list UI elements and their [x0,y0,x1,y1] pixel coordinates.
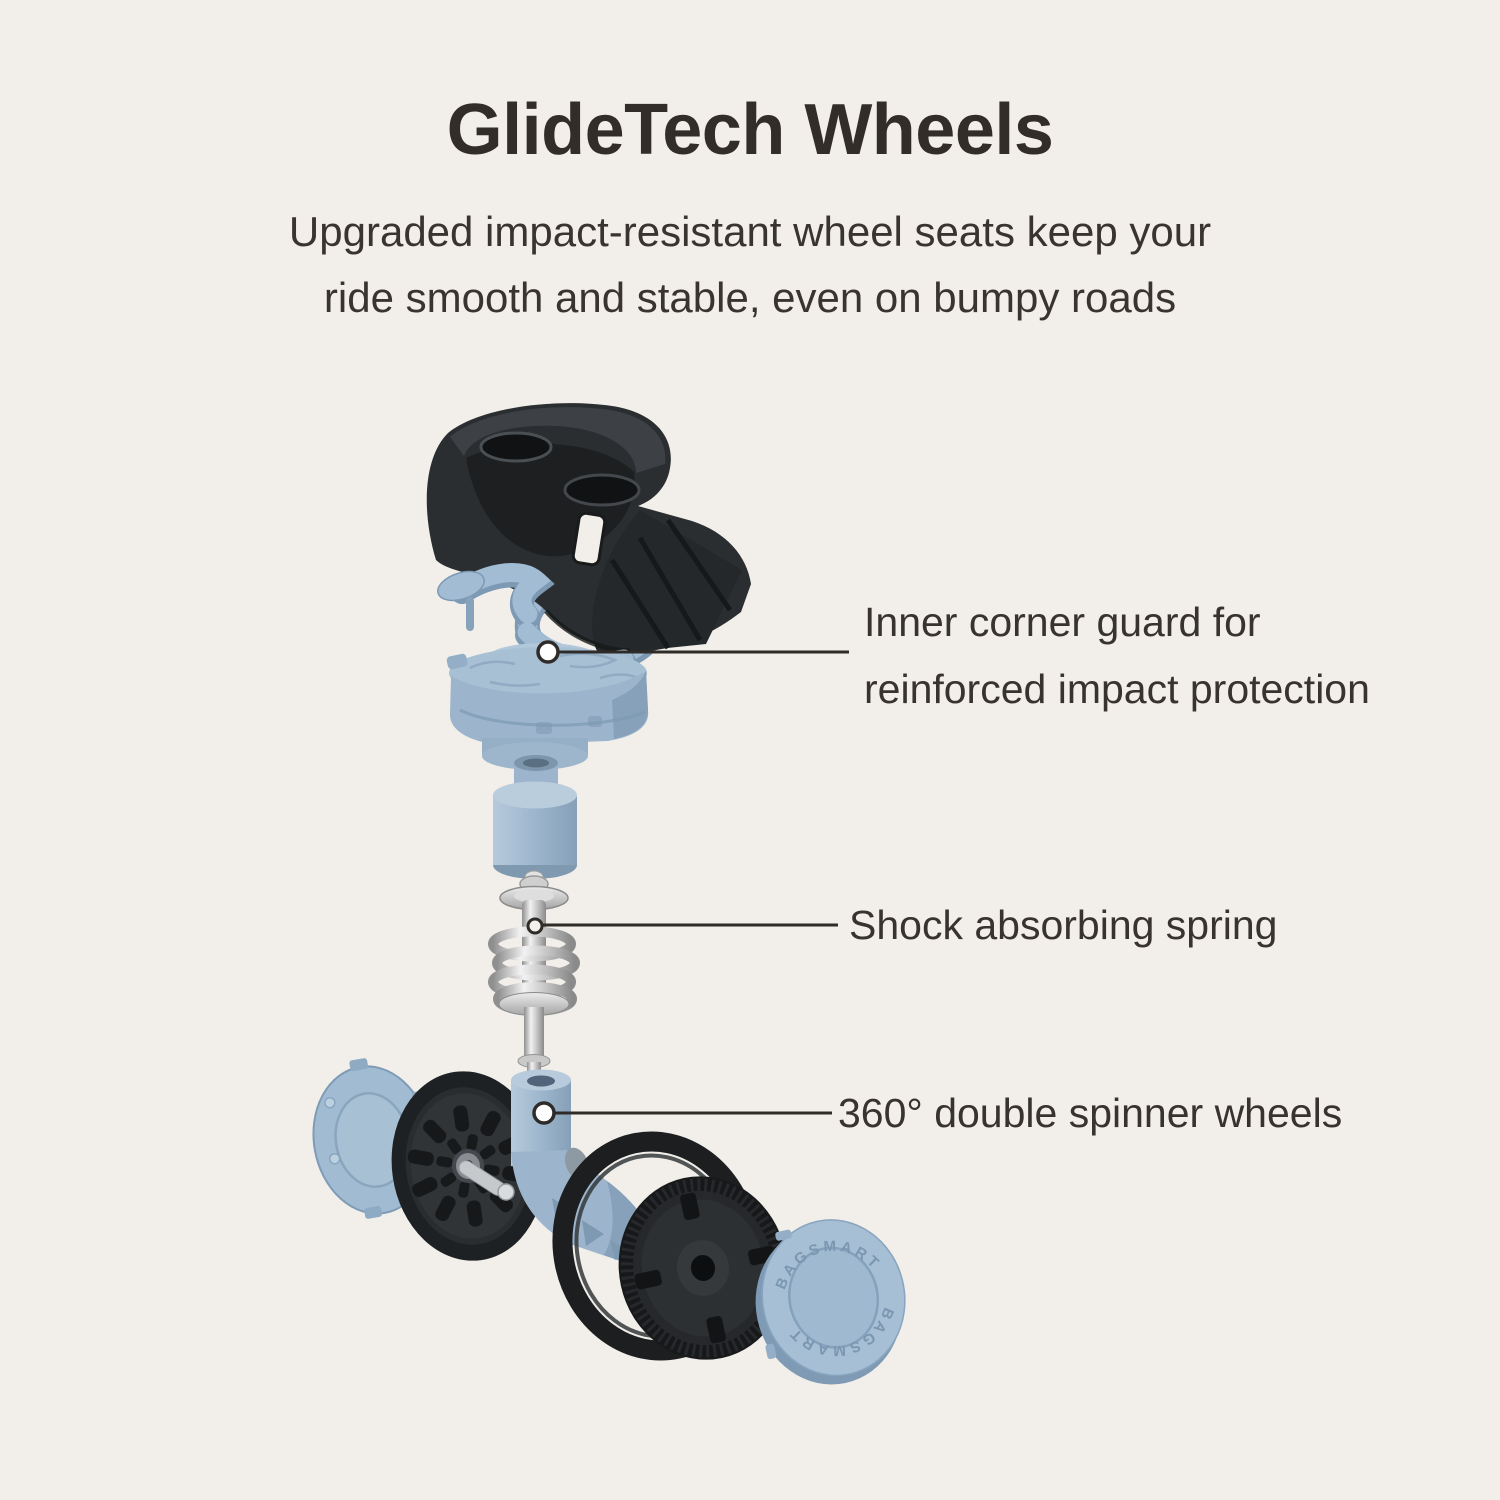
page-subtitle-line1: Upgraded impact-resistant wheel seats ke… [288,208,1212,255]
wheel-axle [458,1160,515,1201]
callout-spring: Shock absorbing spring [849,902,1278,948]
callout-spinner-wheels: 360° double spinner wheels [838,1090,1343,1136]
guard-tab [437,570,485,602]
screw-boss [479,431,553,463]
screw-boss [563,473,641,507]
right-hubcap: BAGSMART BAGSMART [755,1219,906,1385]
callout-dot-spring [526,917,544,935]
callout-leaders [526,640,849,1125]
spinner-wheel-assembly: BAGSMART BAGSMART [312,1058,906,1385]
callout-corner-guard-line2: reinforced impact protection [864,666,1370,712]
callout-corner-guard-line1: Inner corner guard for [864,599,1261,645]
wheel-seat-housing-part [426,403,751,655]
shock-spring-part [488,870,580,1084]
callout-dot-wheels [532,1101,556,1125]
box-tab [446,653,468,670]
callout-corner-guard: Inner corner guard for reinforced impact… [864,589,1370,723]
axle-bushing-parts [493,755,577,879]
page-subtitle-line2: ride smooth and stable, even on bumpy ro… [323,274,1177,321]
page-subtitle: Upgraded impact-resistant wheel seats ke… [0,199,1500,331]
callout-dot-corner-guard [536,640,560,664]
housing-slot-hole [571,511,607,567]
page-title: GlideTech Wheels [446,90,1054,170]
guard-pin [466,597,474,631]
